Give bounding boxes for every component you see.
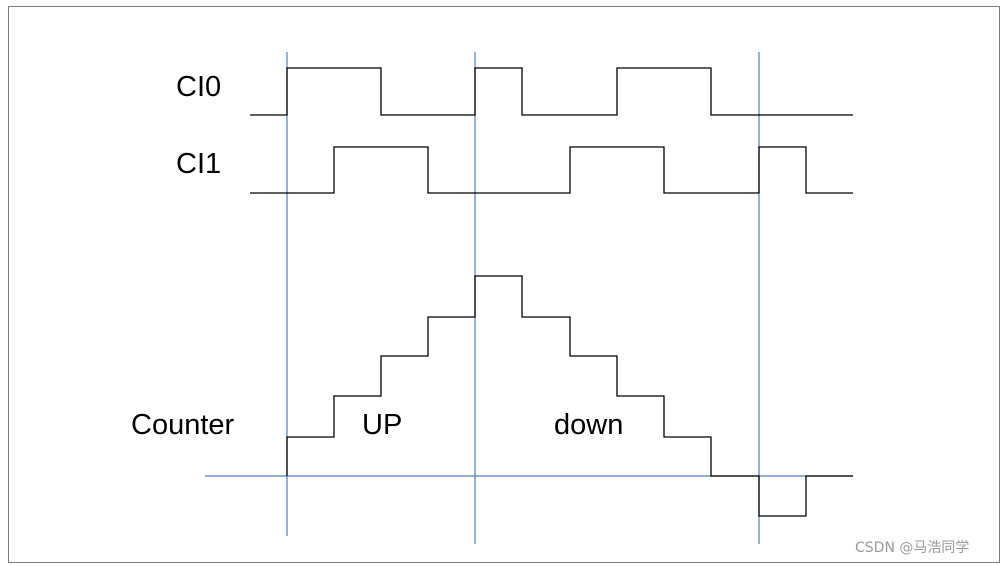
ci1-waveform	[250, 146, 853, 194]
ci0-waveform	[250, 67, 853, 116]
ci0-label: CI0	[176, 71, 222, 103]
up-annotation: UP	[362, 409, 403, 441]
ci1-label: CI1	[176, 148, 222, 180]
watermark: CSDN @马浩同学	[855, 540, 970, 556]
down-annotation: down	[554, 409, 624, 441]
counter-waveform	[286, 275, 853, 517]
diagram-frame	[8, 6, 1000, 563]
counter-label: Counter	[131, 409, 235, 441]
